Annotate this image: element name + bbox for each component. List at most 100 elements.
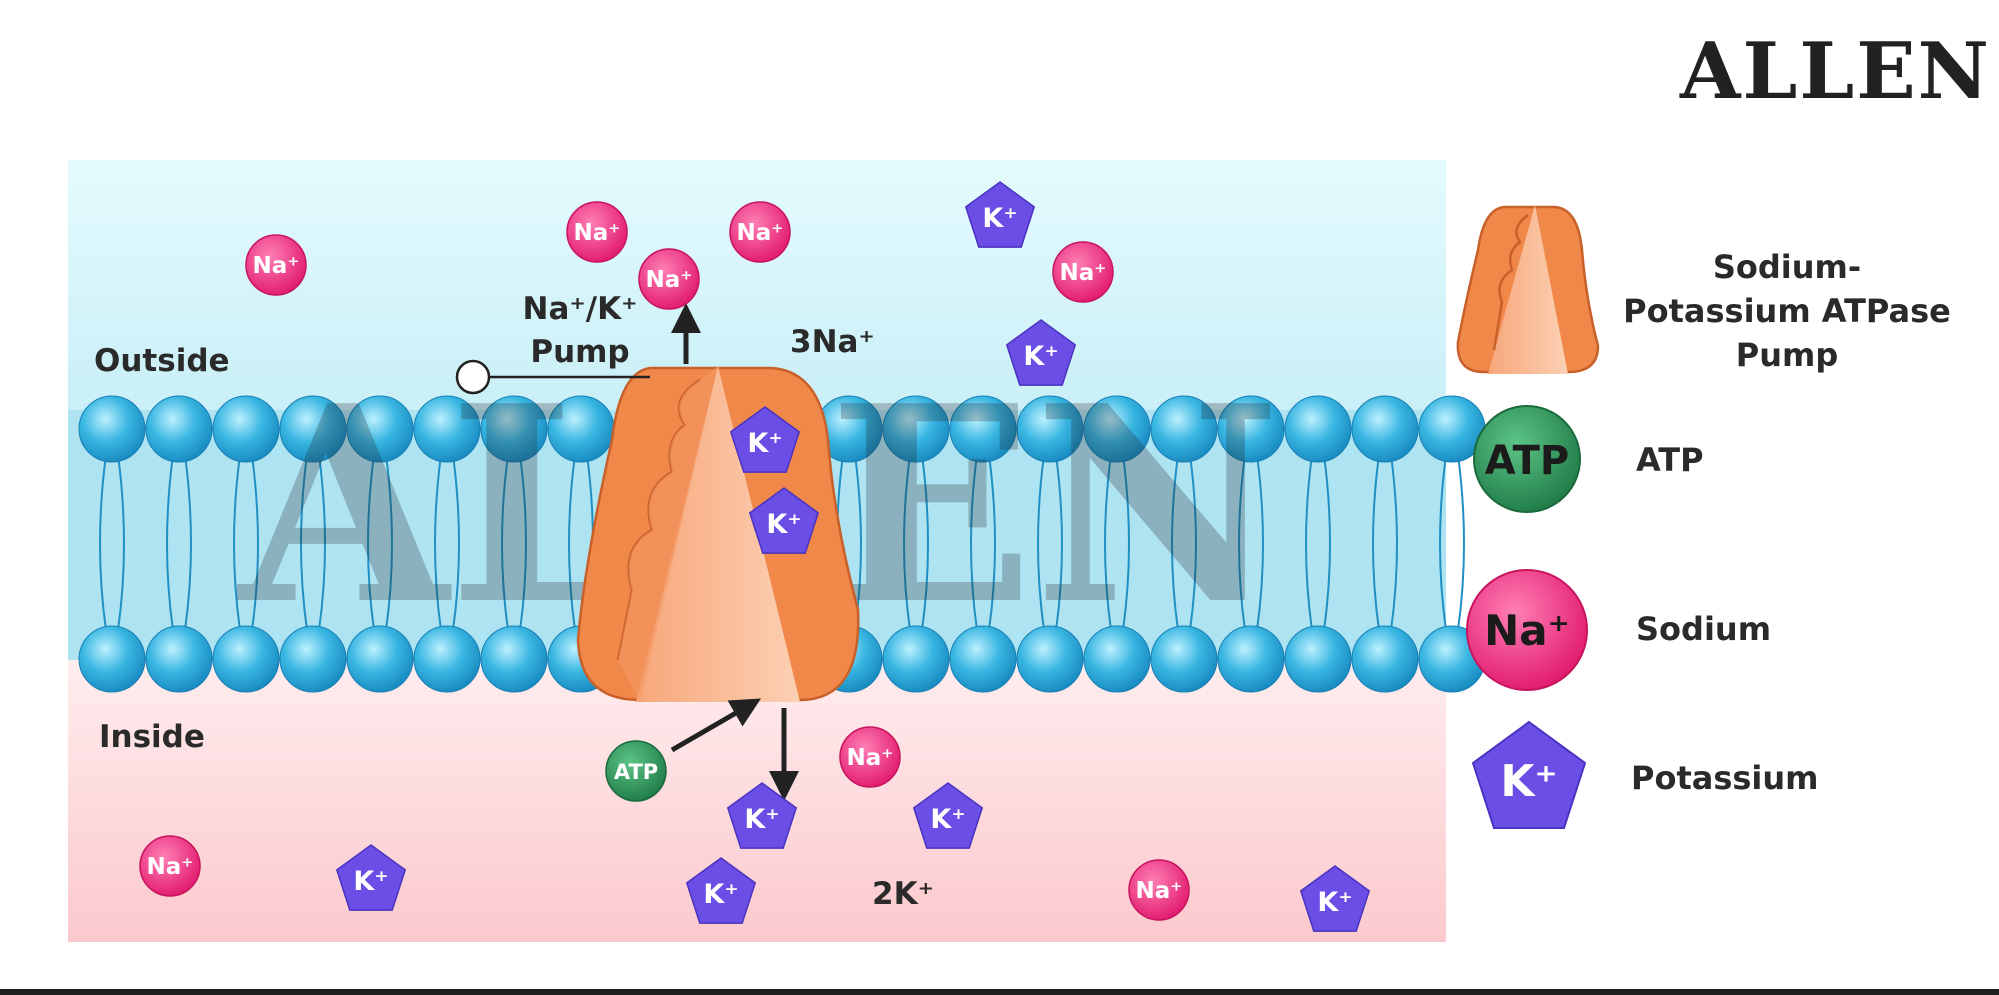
potassium-ion: K⁺ (1299, 865, 1371, 932)
pump-label-line2: Pump (530, 334, 629, 370)
sodium-ion: Na⁺ (729, 201, 791, 263)
potassium-ions: K⁺K⁺K⁺K⁺K⁺K⁺K⁺K⁺K⁺ (335, 181, 1371, 932)
sodium-ion: Na⁺ (245, 234, 307, 296)
potassium-ion-text: K⁺ (353, 866, 388, 897)
inside-label: Inside (99, 719, 205, 755)
legend-pump-label-line2: Potassium ATPase (1623, 292, 1951, 330)
sodium-ion: Na⁺ (566, 201, 628, 263)
lipid-tail (1372, 454, 1380, 631)
potassium-ion-text: K⁺ (982, 203, 1017, 234)
lipid-head-inner (1150, 625, 1218, 693)
potassium-ion-shape (912, 782, 984, 849)
potassium-ion-shape (964, 181, 1036, 248)
sodium-ion-text: Na⁺ (1060, 260, 1107, 286)
sodium-ion-circle (839, 726, 901, 788)
bottom-border (0, 989, 1999, 995)
sodium-ion-circle (729, 201, 791, 263)
pump-pocket-fill (618, 366, 718, 702)
lipid-head-outer (1083, 395, 1151, 463)
lipid-head-inner (1351, 625, 1419, 693)
lipid-head-outer (78, 395, 146, 463)
potassium-ion: K⁺ (726, 782, 798, 849)
lipid-head-outer (279, 395, 347, 463)
legend-atp-icon-text: ATP (1485, 438, 1569, 484)
legend-sodium-icon-text: Na⁺ (1484, 606, 1570, 655)
lipid-head-outer (480, 395, 548, 463)
potassium-ion: K⁺ (335, 844, 407, 911)
lipid-tail (385, 454, 393, 631)
lipid-head-inner (212, 625, 280, 693)
lipid-tail (1305, 454, 1313, 631)
lipid-tail (1055, 454, 1063, 631)
lipid-tail (1256, 454, 1264, 631)
potassium-ion: K⁺ (685, 857, 757, 924)
legend-pump-icon (1456, 205, 1600, 374)
pump-pointer-end (455, 359, 491, 395)
legend-sodium-label: Sodium (1636, 610, 1771, 648)
potassium-ion: K⁺ (912, 782, 984, 849)
three-na-label: 3Na⁺ (790, 324, 875, 360)
potassium-ion: K⁺ (748, 487, 820, 554)
sodium-ion-text: Na⁺ (253, 253, 300, 279)
lipid-tail (1171, 454, 1179, 631)
lipid-head-outer (1284, 395, 1352, 463)
lipid-tail (452, 454, 460, 631)
lipid-tail (519, 454, 527, 631)
potassium-ion-text: K⁺ (703, 879, 738, 910)
lipid-head-inner (413, 625, 481, 693)
atp-molecule: ATP (605, 740, 667, 802)
potassium-ion-shape (685, 857, 757, 924)
sodium-ion: Na⁺ (839, 726, 901, 788)
lipid-head-outer (212, 395, 280, 463)
sodium-ion-circle (1052, 241, 1114, 303)
lipid-tail (300, 454, 308, 631)
potassium-ion-text: K⁺ (744, 804, 779, 835)
lipid-tail (367, 454, 375, 631)
legend-atp-icon (1473, 405, 1581, 513)
lipid-tail (1457, 454, 1465, 631)
outside-label: Outside (94, 343, 230, 379)
potassium-ion-shape (726, 782, 798, 849)
legend-potassium-icon (1471, 720, 1587, 829)
lipid-tail (988, 454, 996, 631)
legend-pump-label-line1: Sodium- (1713, 248, 1861, 286)
lipid-head-outer (1150, 395, 1218, 463)
atp-text: ATP (614, 760, 658, 784)
lipid-tail (1189, 454, 1197, 631)
sodium-ion-text: Na⁺ (737, 220, 784, 246)
lipid-head-outer (882, 395, 950, 463)
sodium-ion-text: Na⁺ (847, 745, 894, 771)
lipid-tail (1323, 454, 1331, 631)
lipid-head-inner (882, 625, 950, 693)
legend-potassium-label: Potassium (1631, 759, 1819, 797)
sodium-ion: Na⁺ (139, 835, 201, 897)
lipid-tail (1122, 454, 1130, 631)
lipid-tail (903, 454, 911, 631)
lipid-head-outer (1016, 395, 1084, 463)
lipid-head-outer (145, 395, 213, 463)
pump-label-line1: Na⁺/K⁺ (523, 291, 638, 327)
lipid-head-inner (1016, 625, 1084, 693)
lipid-tail (184, 454, 192, 631)
potassium-ion: K⁺ (729, 406, 801, 473)
potassium-ion-text: K⁺ (766, 509, 801, 540)
sodium-ion-text: Na⁺ (574, 220, 621, 246)
potassium-ion-text: K⁺ (930, 804, 965, 835)
two-k-label: 2K⁺ (872, 876, 934, 912)
potassium-ion-text: K⁺ (1317, 887, 1352, 918)
legend-atp-label: ATP (1636, 441, 1704, 479)
sodium-ion-text: Na⁺ (646, 267, 693, 293)
lipid-head-inner (1217, 625, 1285, 693)
sodium-ion-circle (139, 835, 201, 897)
lipid-tail (117, 454, 125, 631)
lipid-tail (1104, 454, 1112, 631)
lipid-tail (921, 454, 929, 631)
lipid-head-inner (279, 625, 347, 693)
lipid-head-inner (78, 625, 146, 693)
lipid-tail (568, 454, 576, 631)
potassium-ion-shape (335, 844, 407, 911)
sodium-ion: Na⁺ (1052, 241, 1114, 303)
lipid-tail (1037, 454, 1045, 631)
sodium-potassium-pump (576, 366, 860, 702)
